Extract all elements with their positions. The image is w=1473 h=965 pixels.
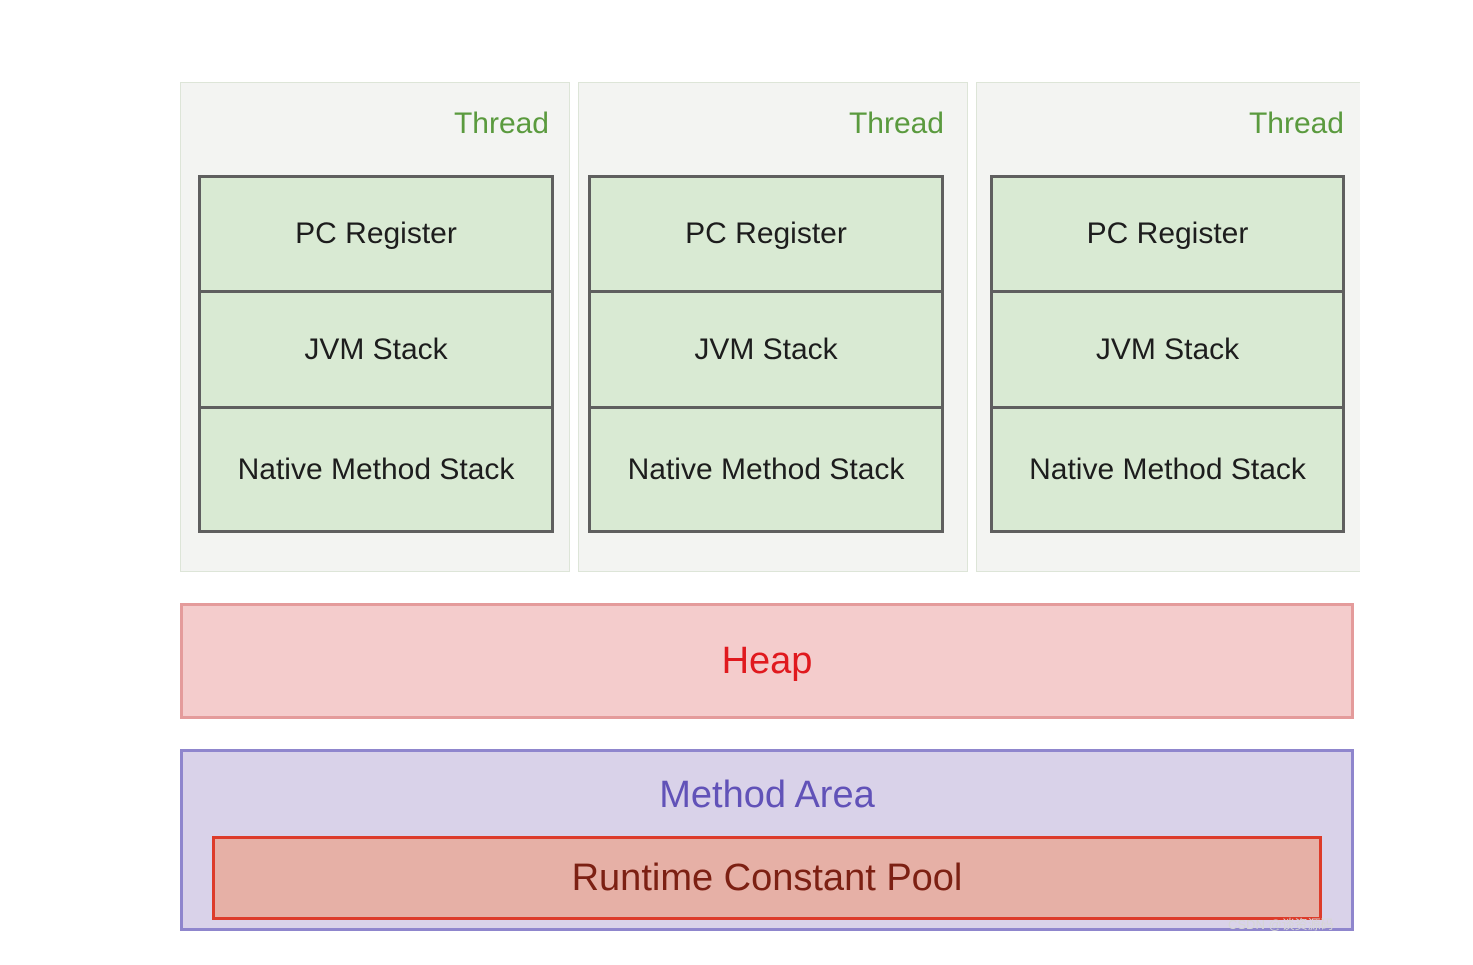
native-method-stack-block: Native Method Stack (627, 452, 905, 486)
heap-label: Heap (721, 639, 813, 682)
method-area-block: Method Area Runtime Constant Pool (180, 749, 1354, 931)
pc-register-block: PC Register (201, 178, 551, 293)
thread-panel-3: Thread PC Register JVM Stack Native Meth… (976, 82, 1360, 572)
thread-memory-stack: PC Register JVM Stack Native Method Stac… (588, 175, 944, 533)
pc-register-block: PC Register (993, 178, 1342, 293)
thread-panel-2: Thread PC Register JVM Stack Native Meth… (578, 82, 968, 572)
thread-memory-stack: PC Register JVM Stack Native Method Stac… (990, 175, 1345, 533)
watermark: CSDN @谈资源码 (1228, 917, 1334, 932)
method-area-label: Method Area (659, 774, 875, 816)
thread-label: Thread (848, 107, 944, 140)
thread-memory-stack: PC Register JVM Stack Native Method Stac… (198, 175, 554, 533)
jvm-stack-block: JVM Stack (993, 293, 1342, 409)
native-method-stack-block: Native Method Stack (1029, 452, 1306, 486)
jvm-stack-block: JVM Stack (591, 293, 941, 409)
native-method-stack-block: Native Method Stack (237, 452, 515, 486)
heap-block: Heap (180, 603, 1354, 719)
thread-label: Thread (453, 107, 549, 140)
thread-label: Thread (1248, 107, 1344, 140)
runtime-constant-pool-block: Runtime Constant Pool (212, 836, 1322, 920)
pc-register-block: PC Register (591, 178, 941, 293)
thread-panel-1: Thread PC Register JVM Stack Native Meth… (180, 82, 570, 572)
jvm-stack-block: JVM Stack (201, 293, 551, 409)
